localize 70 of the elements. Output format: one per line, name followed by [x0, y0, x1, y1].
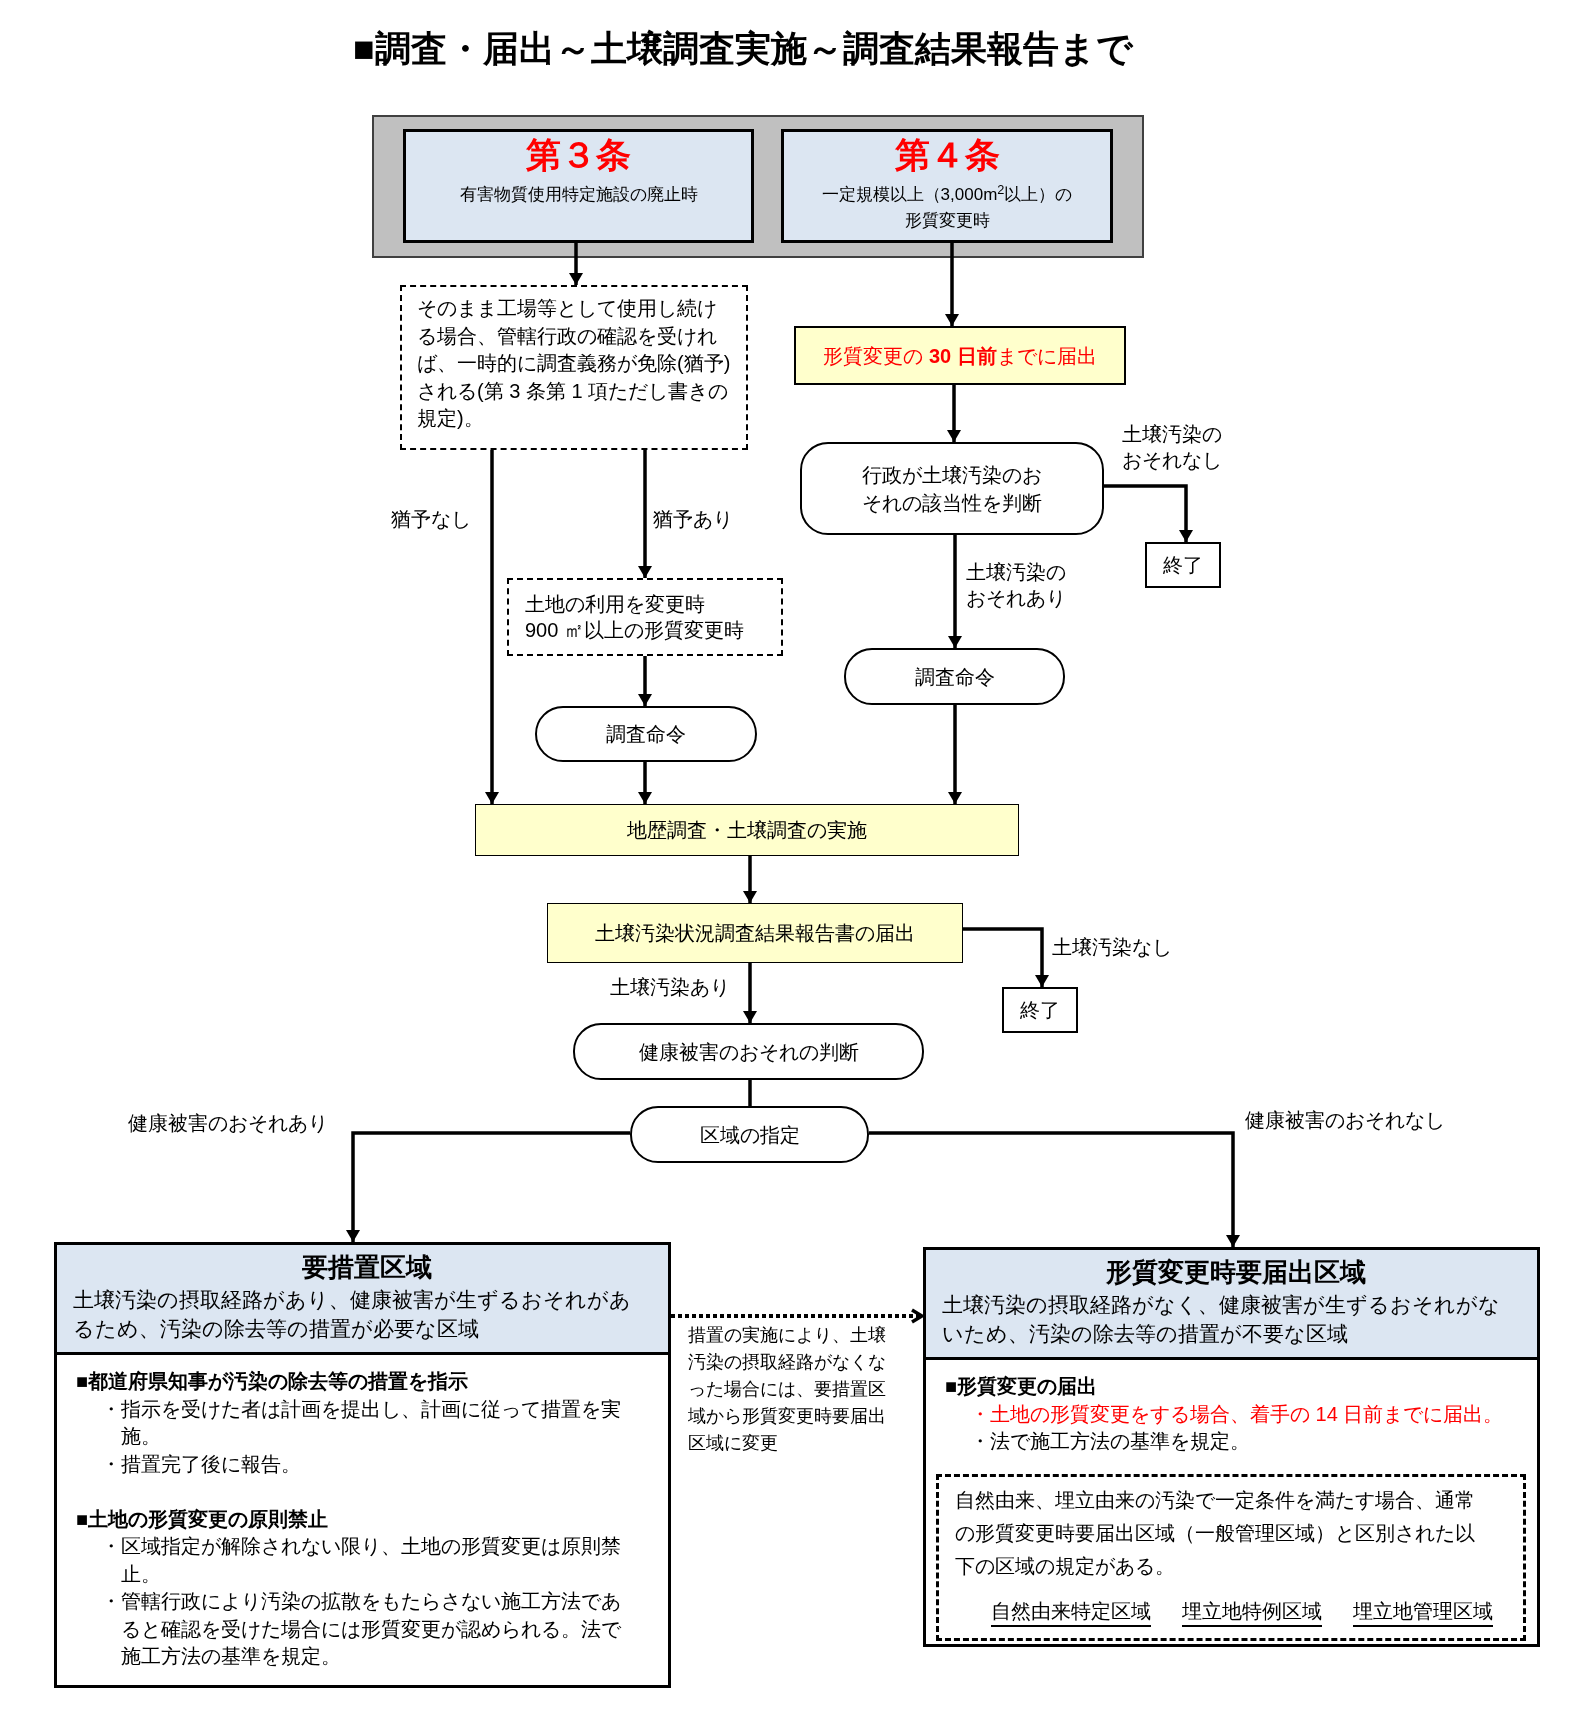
arrow: [485, 450, 499, 804]
end-step: [1145, 542, 1221, 588]
deadline-step: [794, 326, 1126, 385]
condition-text: 土地の利用を変更時: [525, 592, 706, 617]
arrow: [869, 1131, 1240, 1247]
article-band: [372, 115, 1144, 258]
list-heading: ■都道府県知事が汚染の除去等の措置を指示: [76, 1369, 470, 1394]
bullet-item: ・区域指定が解除されない限り、土地の形質変更は原則禁止。: [101, 1534, 622, 1587]
rounded-step: [630, 1106, 869, 1163]
panel-title: 形質変更時要届出区域: [1104, 1256, 1367, 1289]
bullet-item: ・法で施工方法の基準を規定。: [970, 1429, 1251, 1454]
title: ■調査・届出～土壌調査実施～調査結果報告まで: [353, 27, 1133, 71]
bullet-item: ・管轄行政により汚染の拡散をもたらさない施工方法であると確認を受けた場合には形質変更が認められる。法で施工方法の基準を規定。: [101, 1589, 622, 1669]
bullet-item: ・土地の形質変更をする場合、着手の 14 日前までに届出。: [970, 1401, 1505, 1427]
arrow: [1104, 484, 1193, 542]
arrow: [638, 762, 652, 804]
step-text: 形質変更の 30 日前までに届出: [823, 343, 1097, 369]
article-card: [403, 129, 754, 243]
panel-title: 要措置区域: [300, 1251, 433, 1284]
dotted-arrow: [671, 1308, 924, 1324]
zone-panel: [54, 1242, 671, 1688]
term-label: 埋立地特例区域: [1182, 1597, 1322, 1627]
dashed-note: [400, 285, 748, 450]
step-text: 調査命令: [914, 664, 995, 690]
dashed-condition: [507, 578, 783, 656]
bullet-item: ・指示を受けた者は計画を提出し、計画に従って措置を実施。: [101, 1396, 622, 1449]
rounded-step: [844, 648, 1065, 705]
article-text: 有害物質使用特定施設の廃止時: [458, 184, 699, 206]
arrow: [638, 450, 652, 578]
bullet-item: ・措置完了後に報告。: [101, 1451, 302, 1477]
rounded-step: [573, 1023, 924, 1080]
zone-panel: [923, 1247, 1540, 1647]
step-text: 終了: [1163, 553, 1203, 578]
article-card: [781, 129, 1113, 243]
rounded-step: [800, 442, 1104, 535]
connector-line: [748, 1080, 752, 1106]
arrow: [963, 927, 1049, 987]
step-text: 地歴調査・土壌調査の実施: [627, 818, 867, 843]
article-text: 一定規模以上（3,000m$^{2}$以上）の形質変更時: [820, 182, 1074, 232]
article-heading: 第４条: [894, 134, 1000, 176]
step-text: 土壌汚染状況調査結果報告書の届出: [595, 921, 915, 946]
term-label: 埋立地管理区域: [1353, 1597, 1493, 1627]
arrow: [638, 656, 652, 706]
step-text: 区域の指定: [699, 1122, 800, 1148]
panel-description: 土壌汚染の摂取経路がなく、健康被害が生ずるおそれがないため、汚染の除去等の措置が不要な区域: [942, 1292, 1501, 1347]
list-heading: ■形質変更の届出: [945, 1374, 1099, 1399]
term-label: 自然由来特定区域: [991, 1597, 1151, 1627]
step-text: 健康被害のおそれの判断: [638, 1039, 859, 1065]
arrow: [945, 243, 959, 326]
arrow: [743, 963, 757, 1023]
rounded-step: [535, 706, 757, 762]
arrow: [948, 705, 962, 804]
step-text: 調査命令: [606, 722, 686, 747]
note-text: そのまま工場等として使用し続ける場合、管轄行政の確認を受ければ、一時的に調査義務が免除(猶予)される(第 3 条第 1 項ただし書きの規定)。: [417, 296, 731, 431]
end-step: [1002, 987, 1078, 1033]
arrow: [346, 1131, 630, 1242]
process-step: [547, 903, 963, 963]
list-heading: ■土地の形質変更の原則禁止: [76, 1506, 330, 1532]
dashed-note: [936, 1474, 1526, 1641]
arrow: [947, 385, 961, 442]
arrow: [948, 535, 962, 648]
note-text: 自然由来、埋立由来の汚染で一定条件を満たす場合、通常の形質変更時要届出区域（一般管理区域）と区別された以下の区域の規定がある。: [955, 1488, 1476, 1579]
arrow: [569, 243, 583, 285]
arrow: [743, 856, 757, 903]
condition-text: 900 ㎡以上の形質変更時: [525, 618, 745, 643]
panel-description: 土壌汚染の摂取経路があり、健康被害が生ずるおそれがあるため、汚染の除去等の措置が必要な区域: [73, 1287, 632, 1342]
step-text: 行政が土壌汚染のおそれの該当性を判断: [861, 462, 1043, 516]
process-step: [475, 804, 1019, 856]
article-heading: 第３条: [526, 134, 631, 176]
step-text: 終了: [1020, 998, 1060, 1023]
